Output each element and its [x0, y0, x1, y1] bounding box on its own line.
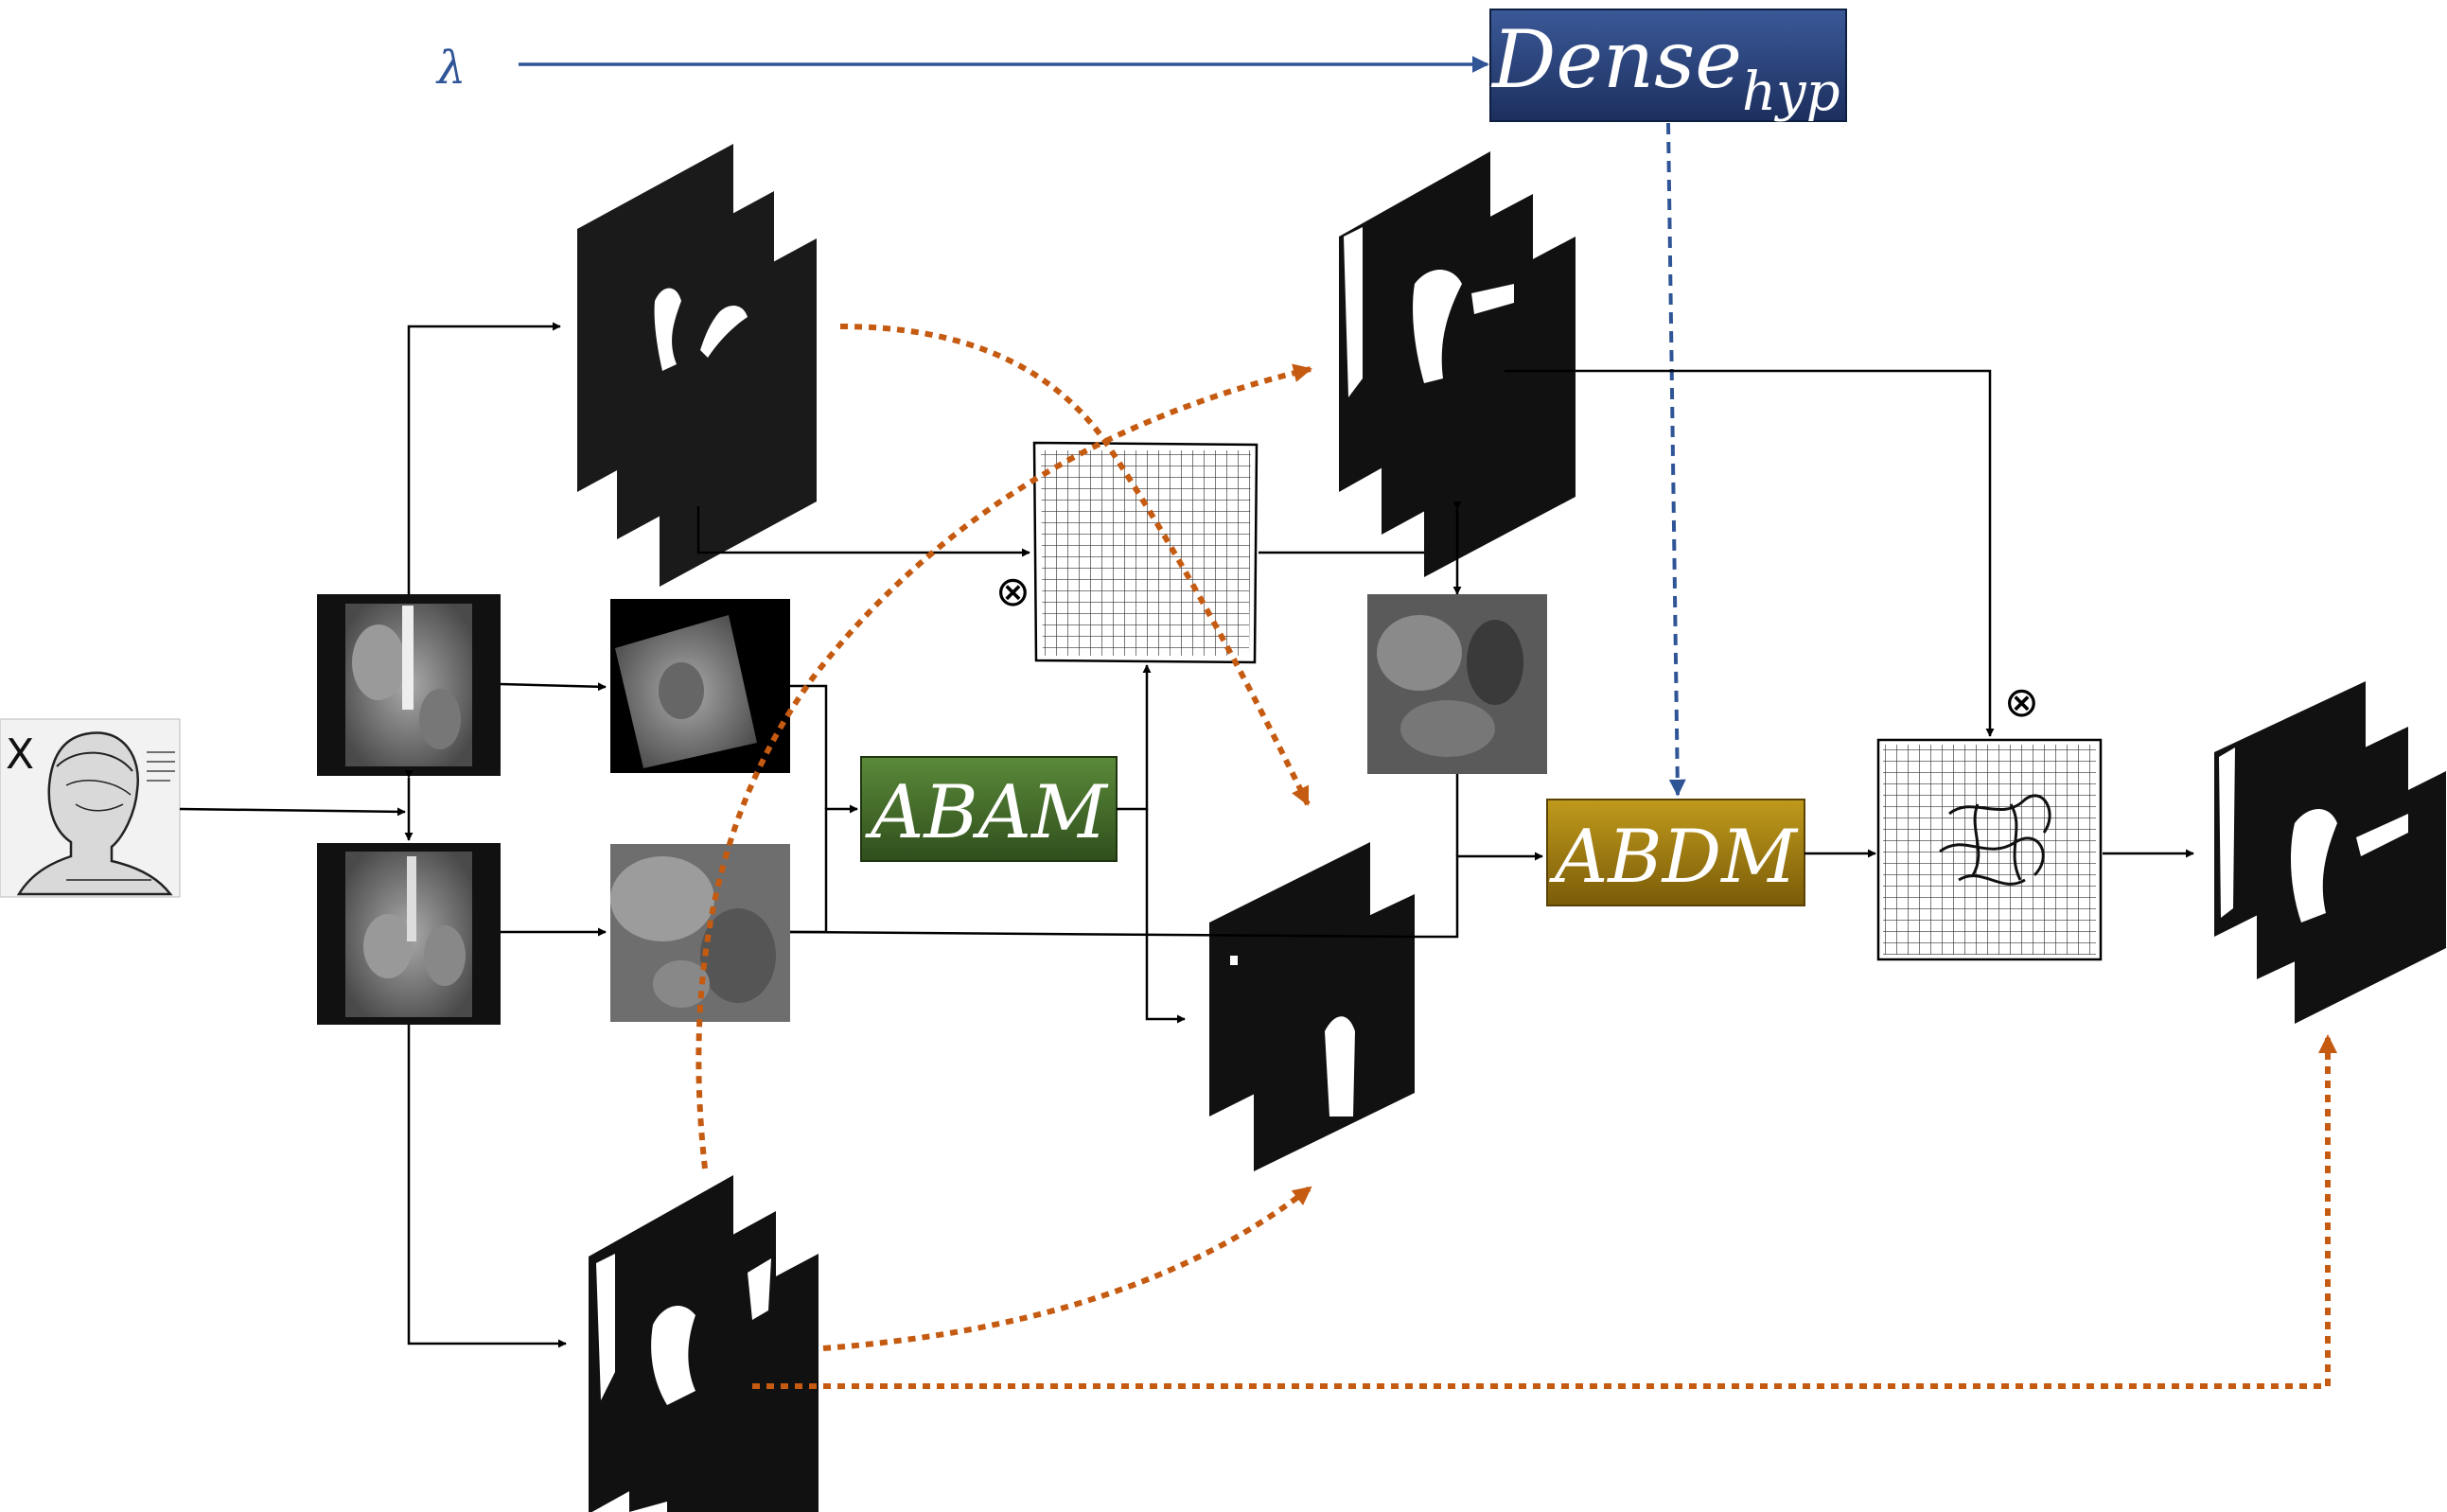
- mask-stack-bottom: [589, 1175, 819, 1512]
- rotated-to-abam-line: [790, 684, 828, 809]
- moving-to-top-mask-arrow: [407, 322, 561, 594]
- input-portrait-image: X: [0, 718, 181, 898]
- mri-slice-fixed: [317, 843, 501, 1025]
- abam-to-affine-grid-arrow: [1117, 664, 1152, 811]
- top-mask-to-grid-arrow: [696, 506, 1030, 557]
- fixed-to-bottom-mask-arrow: [407, 1025, 567, 1348]
- warped-mask-to-abdm-arrow: [1415, 852, 1543, 939]
- abam-label: ABAM: [865, 770, 1109, 855]
- rotated-moving-image: [610, 599, 790, 773]
- warped-grid-icon: [1939, 794, 2051, 886]
- deformable-grid-image: [1876, 738, 2103, 961]
- dense-hyp-label: Densehyp: [1490, 13, 1840, 123]
- lambda-label: λ: [435, 42, 466, 95]
- otimes-affine: ⊗: [995, 568, 1030, 616]
- mask-stack-warped-top: [1339, 151, 1576, 577]
- mask-stack-top: [577, 144, 817, 587]
- dense-hyp-block: Densehyp: [1489, 9, 1847, 123]
- mask-stack-output: [2214, 681, 2446, 1024]
- moving-to-rotated-arrow: [500, 682, 607, 692]
- target-to-warped-mask-line: [789, 930, 1416, 939]
- abam-block: ABAM: [860, 756, 1118, 862]
- warped-mask-to-final-grid-arrow: [1505, 369, 1995, 737]
- mri-slice-moving: [317, 594, 501, 776]
- dense-to-abdm-dashed-arrow: [1666, 122, 1686, 797]
- otimes-deformable: ⊗: [2004, 678, 2039, 727]
- grid-deformation-icon: [1041, 450, 1251, 656]
- abdm-label: ABDM: [1549, 815, 1799, 900]
- affine-warped-mri-image: [1367, 594, 1547, 774]
- affine-grid-image: [1032, 441, 1259, 664]
- x-mark-label: X: [6, 730, 34, 779]
- abdm-block: ABDM: [1546, 799, 1805, 906]
- mask-stack-warped-middle: [1209, 842, 1415, 1171]
- portrait-to-slices-arrow: [179, 807, 406, 817]
- loss-bottom-mask-to-warped-top: [695, 363, 1312, 1169]
- loss-bottom-mask-to-output: [752, 1034, 2337, 1389]
- target-to-abam-line: [790, 804, 858, 934]
- abam-to-warped-mask-arrow: [1145, 809, 1186, 1024]
- portrait-sketch-icon: [16, 731, 175, 896]
- loss-bottom-mask-to-middle-stack: [822, 1185, 1312, 1351]
